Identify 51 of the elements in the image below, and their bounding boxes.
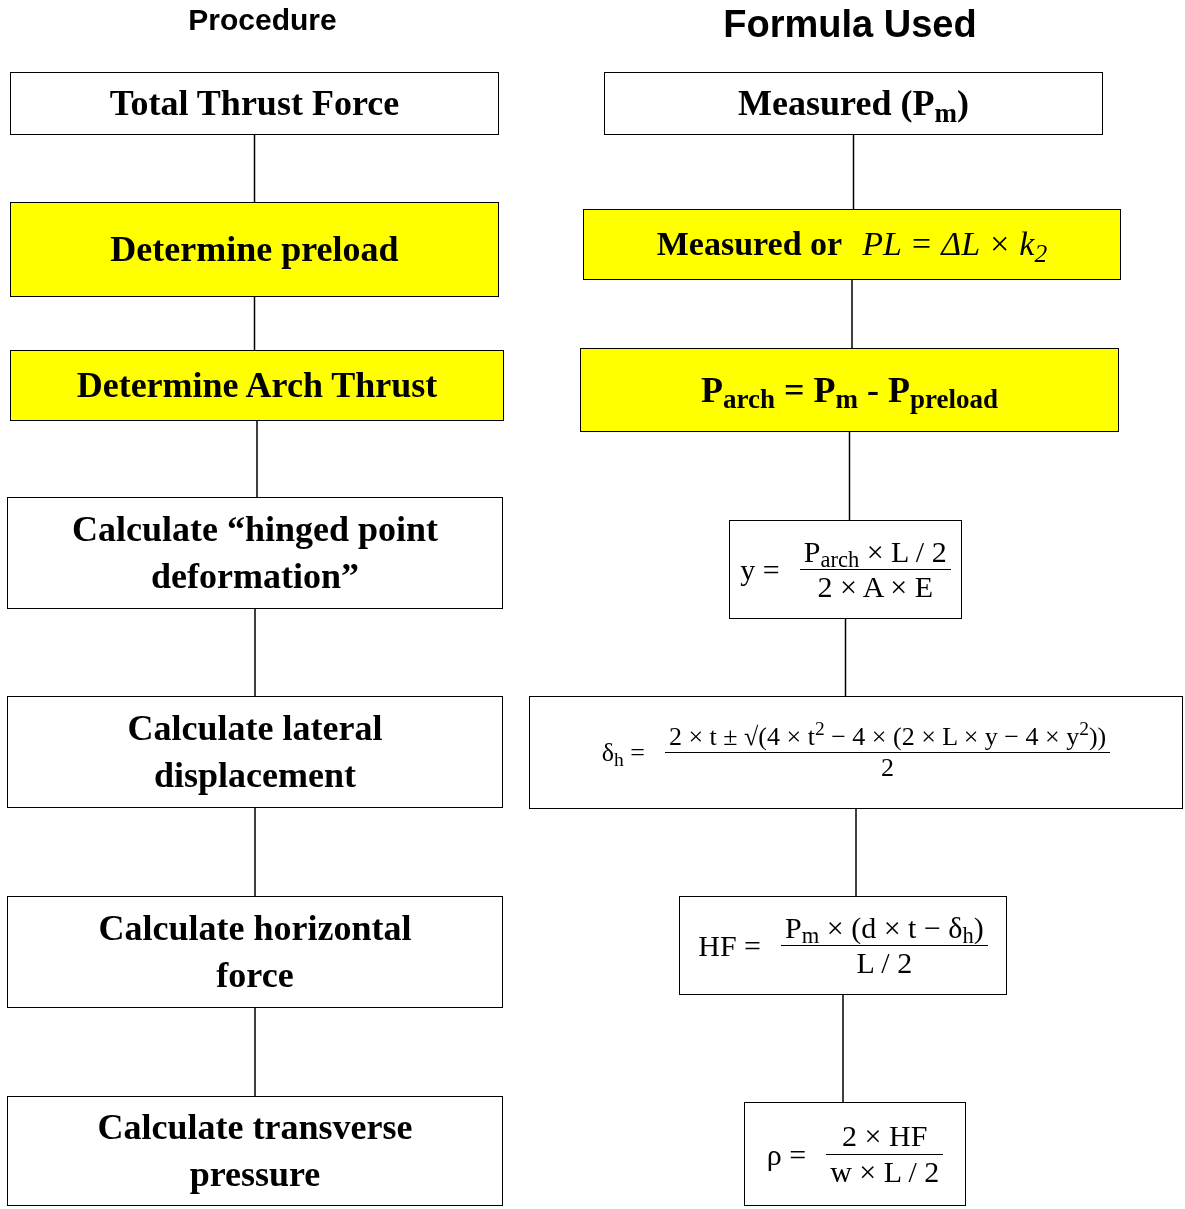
formula-text: w × L / 2 (829, 1154, 941, 1189)
process-box (7, 497, 503, 609)
formula-box (529, 696, 1183, 809)
formula-text: Calculate horizontal force (97, 907, 413, 997)
formula-text: P$_{m}$ × (d × t − δ$_{h}$) (784, 910, 985, 945)
formula-text: P$_{arch}$ = P$_{m}$ - P$_{preload}$ (701, 368, 998, 414)
formula-text: Calculate lateral displacement (126, 707, 384, 797)
process-box (7, 1096, 503, 1206)
formula-text: 2 (880, 753, 896, 783)
formula-text: HF = (698, 928, 762, 964)
connector-line (852, 134, 855, 210)
connector-line (848, 431, 851, 521)
connector-line (855, 808, 857, 897)
process-box (10, 72, 499, 135)
formula-text: Measured or (656, 224, 843, 265)
formula-text: 2 × t ± √(4 × t$^{2}$ − 4 × (2 × L × y − 4 × y$^{2}$)) (667, 722, 1108, 752)
formula-text: Total Thrust Force (109, 82, 400, 126)
formula-text: PL = ΔL × k$_{2}$ (862, 224, 1048, 267)
formula-text: Determine preload (110, 228, 399, 272)
formula-box (744, 1102, 966, 1206)
formula-text: ρ = (766, 1136, 807, 1173)
connector-line (842, 994, 844, 1103)
formula-text: Determine Arch Thrust (76, 364, 438, 408)
column-heading: Formula Used (722, 2, 978, 47)
connector-line (851, 279, 853, 349)
formula-box (729, 520, 962, 619)
formula-text: Calculate transverse pressure (96, 1106, 414, 1196)
formula-text: L / 2 (855, 946, 914, 981)
process-box (10, 202, 499, 297)
formula-text: Measured (P$_{m}$) (738, 82, 969, 127)
connector-line (254, 1007, 256, 1097)
process-box (583, 209, 1121, 280)
formula-text: 2 × A × E (816, 570, 934, 605)
formula-text: y = (740, 552, 780, 588)
formula-text: P$_{arch}$ × L / 2 (802, 534, 948, 569)
process-box (7, 696, 503, 808)
connector-line (256, 420, 258, 498)
formula-text: Calculate “hinged point deformation” (70, 508, 439, 598)
connector-line (254, 608, 256, 697)
process-box (7, 896, 503, 1008)
connector-line (254, 807, 256, 897)
process-box (604, 72, 1103, 135)
connector-line (844, 618, 847, 697)
process-box (580, 348, 1119, 432)
formula-text: δ$_{h}$ = (601, 737, 645, 772)
column-heading: Procedure (187, 2, 338, 38)
process-box (10, 350, 504, 421)
formula-text: 2 × HF (841, 1119, 929, 1154)
formula-box (679, 896, 1007, 995)
connector-line (253, 296, 256, 351)
connector-line (253, 134, 256, 203)
